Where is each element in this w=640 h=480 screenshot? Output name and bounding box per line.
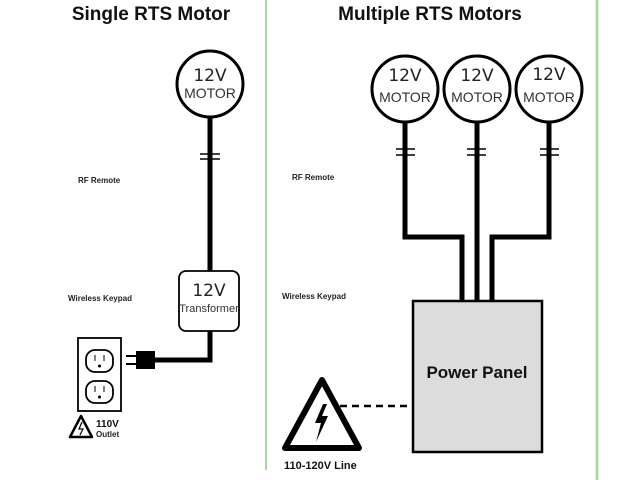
transformer-voltage: 12V [192,281,226,301]
motor-1-wire [402,122,465,300]
transformer-box [178,270,240,332]
wire-break-icon [200,153,220,160]
transformer: 12V Transformer [178,270,240,332]
motor-3-wire [489,122,552,300]
high-voltage-warning-icon [282,377,362,451]
motor-voltage: 12V [388,66,422,86]
power-panel-box [411,299,544,454]
power-cord [155,331,213,363]
motor-label: MOTOR [184,85,236,101]
multiple-motors-section: Multiple RTS Motors 12V MOTOR 12V MOTOR … [282,4,584,472]
motor-voltage: 12V [460,66,494,86]
motor-voltage: 12V [532,65,566,85]
transformer-label: Transformer [179,303,239,315]
rf-remote-label: RF Remote [292,173,335,182]
wireless-keypad-label: Wireless Keypad [282,292,346,301]
outlet-receptacle-bottom [85,380,114,404]
wireless-keypad-label: Wireless Keypad [68,294,132,303]
outlet-receptacle-top [85,349,114,373]
outlet-label: Outlet [96,430,119,439]
motor-label: MOTOR [451,89,503,105]
plug-icon [126,351,155,369]
single-motor-section: Single RTS Motor 12V MOTOR RF Remote Wir… [68,4,245,439]
motor-single: 12V MOTOR [175,49,245,119]
motor-voltage: 12V [193,66,227,86]
motor-1: 12V MOTOR [370,54,440,124]
rf-remote-label: RF Remote [78,176,121,185]
line-label: 110-120V Line [284,460,357,472]
motor-label: MOTOR [379,89,431,105]
motor-2: 12V MOTOR [442,54,512,124]
wire-break-icon [467,148,486,156]
section-title-single: Single RTS Motor [72,4,231,25]
motor-label: MOTOR [523,89,575,105]
wire-break-icon [396,148,415,156]
outlet-voltage: 110V [96,419,119,430]
high-voltage-warning-icon [68,414,94,439]
power-panel: Power Panel [411,299,544,454]
motor-3: 12V MOTOR [514,54,584,124]
outlet-icon [77,337,122,412]
section-title-multiple: Multiple RTS Motors [338,4,522,25]
power-panel-label: Power Panel [426,363,527,382]
wire-break-icon [540,148,559,156]
